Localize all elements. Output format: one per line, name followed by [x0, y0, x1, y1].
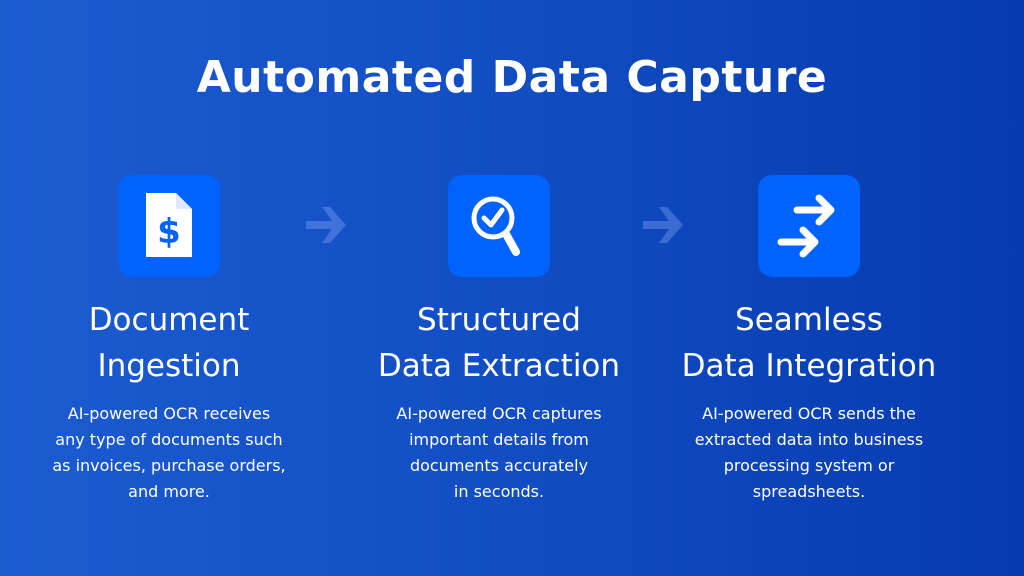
step-document-ingestion: $ Document Ingestion AI-powered OCR rece… — [9, 175, 329, 505]
heading-line: Ingestion — [97, 348, 241, 384]
svg-text:$: $ — [157, 212, 181, 252]
arrow-right-icon — [643, 207, 683, 243]
description-line: AI-powered OCR receives — [67, 404, 271, 423]
arrow-right-icon — [306, 207, 346, 243]
heading-line: Document — [88, 302, 250, 338]
step-heading: Seamless Data Integration — [649, 297, 969, 389]
heading-line: Seamless — [735, 302, 883, 338]
description-line: processing system or — [723, 456, 895, 475]
step-heading: Document Ingestion — [9, 297, 329, 389]
heading-line: Data Integration — [681, 348, 937, 384]
magnifier-check-icon — [448, 175, 550, 277]
step-seamless-data-integration: Seamless Data Integration AI-powered OCR… — [649, 175, 969, 505]
step-description: AI-powered OCR captures important detail… — [339, 401, 659, 505]
step-structured-data-extraction: Structured Data Extraction AI-powered OC… — [339, 175, 659, 505]
step-description: AI-powered OCR sends the extracted data … — [649, 401, 969, 505]
description-line: in seconds. — [453, 482, 545, 501]
description-line: any type of documents such — [55, 430, 283, 449]
invoice-dollar-document-icon: $ — [118, 175, 220, 277]
description-line: and more. — [128, 482, 210, 501]
description-line: AI-powered OCR sends the — [702, 404, 916, 423]
description-line: AI-powered OCR captures — [396, 404, 602, 423]
page-title: Automated Data Capture — [196, 52, 828, 103]
heading-line: Data Extraction — [377, 348, 621, 384]
description-line: documents accurately — [409, 456, 589, 475]
heading-line: Structured — [417, 302, 581, 338]
description-line: extracted data into business — [694, 430, 924, 449]
description-line: important details from — [409, 430, 589, 449]
description-line: spreadsheets. — [752, 482, 866, 501]
step-description: AI-powered OCR receives any type of docu… — [9, 401, 329, 505]
transfer-arrows-icon — [758, 175, 860, 277]
step-heading: Structured Data Extraction — [339, 297, 659, 389]
description-line: as invoices, purchase orders, — [52, 456, 286, 475]
